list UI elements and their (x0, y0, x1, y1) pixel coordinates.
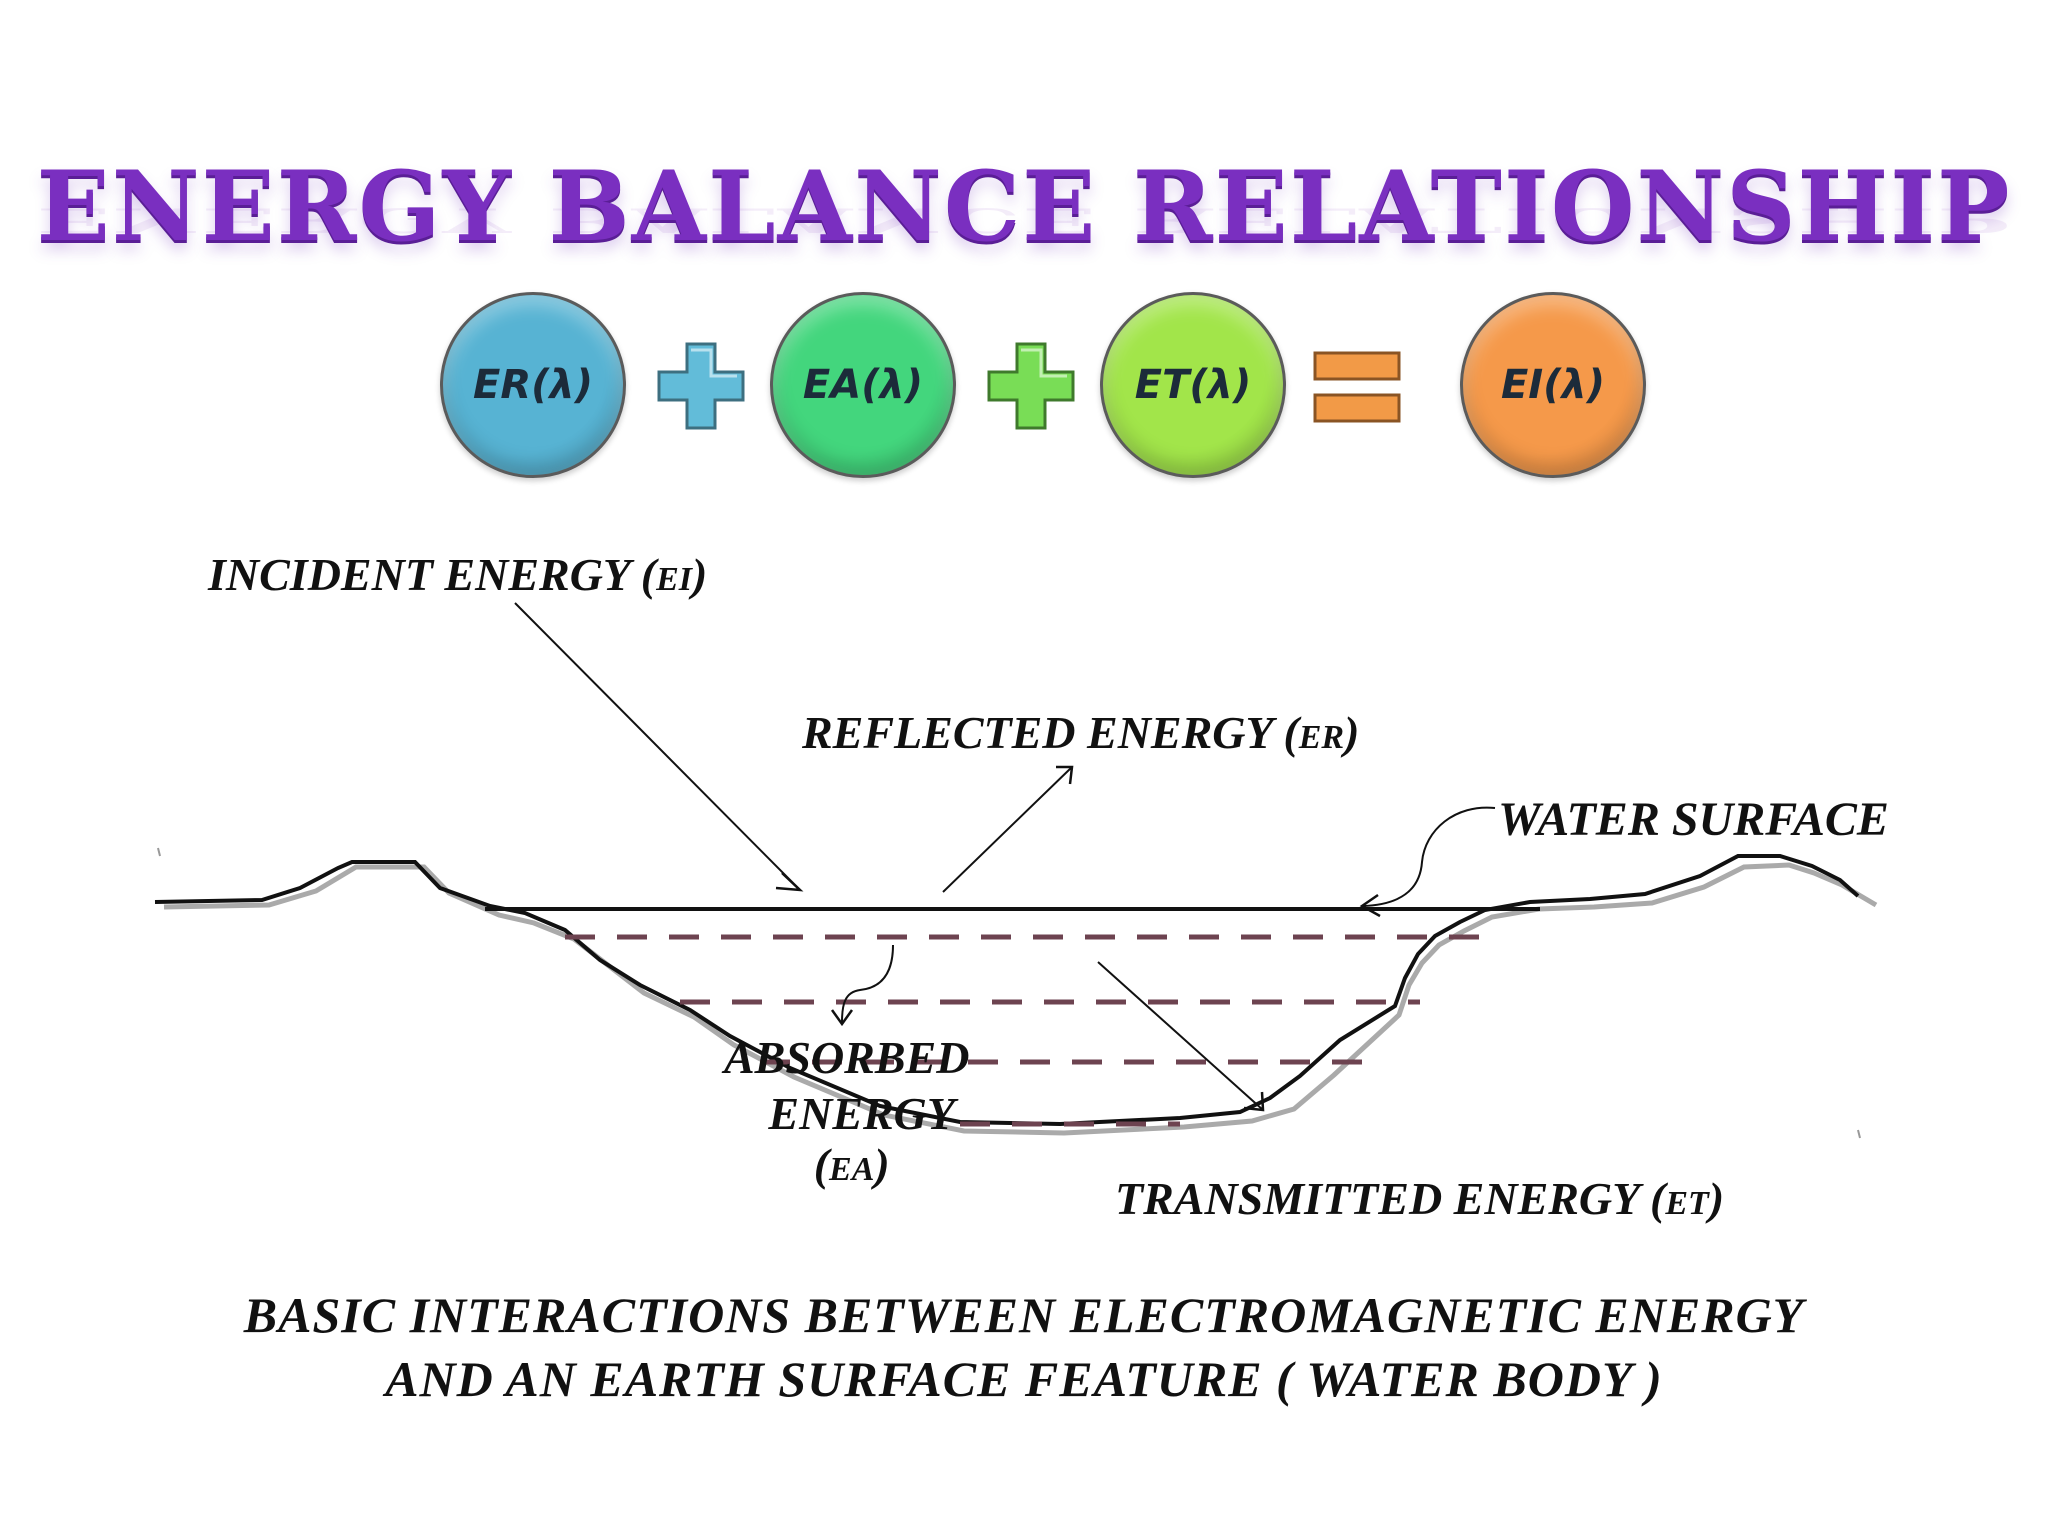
absorbed-energy-label: ABSORBED ENERGY (EA) (724, 1032, 970, 1190)
caption-line-2: AND AN EARTH SURFACE FEATURE ( WATER BOD… (385, 1351, 1663, 1407)
circle-ei: EI(λ) (1460, 292, 1646, 478)
plus-icon (657, 342, 745, 430)
reflected-energy-label: REFLECTED ENERGY (ER) (802, 707, 1360, 758)
term-ei-label: EI(λ) (1500, 362, 1606, 408)
circle-et: ET(λ) (1100, 292, 1286, 478)
incident-energy-label: INCIDENT ENERGY (EI) (208, 549, 708, 600)
circle-ea: EA(λ) (770, 292, 956, 478)
equals-icon (1313, 351, 1401, 423)
reflected-arrow (942, 766, 1073, 893)
incident-arrow (514, 602, 801, 891)
transmitted-arrowhead (1243, 1091, 1265, 1112)
page-title: ENERGY BALANCE RELATIONSHIP (36, 150, 2012, 263)
term-er-label: ER(λ) (473, 362, 593, 408)
transmitted-energy-label: TRANSMITTED ENERGY (ET) (1115, 1173, 1725, 1224)
water-surface-label: WATER SURFACE (1498, 793, 1889, 846)
water-surface-pointer (1361, 806, 1496, 907)
edge-mark (1857, 1129, 1861, 1139)
plus-icon (987, 342, 1075, 430)
term-et-label: ET(λ) (1134, 362, 1252, 408)
reflected-arrowhead (1056, 765, 1074, 785)
absorbed-pointer (841, 944, 894, 1023)
terrain-line (154, 854, 1860, 1127)
term-ea-label: EA(λ) (802, 362, 924, 408)
terrain-shadow (163, 862, 1878, 1136)
transmitted-arrow (1097, 961, 1264, 1111)
circle-er: ER(λ) (440, 292, 626, 478)
edge-mark (157, 847, 161, 857)
caption-line-1: BASIC INTERACTIONS BETWEEN ELECTROMAGNET… (243, 1287, 1805, 1343)
incident-arrowhead (775, 872, 804, 892)
absorbed-arrowhead (830, 1009, 854, 1027)
water-surface-arrowhead (1359, 893, 1381, 918)
